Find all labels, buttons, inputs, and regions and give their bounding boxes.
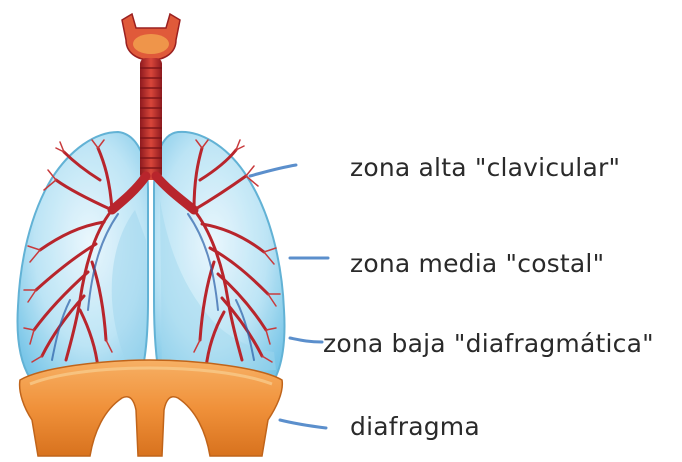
larynx bbox=[122, 14, 180, 60]
label-zona-alta: zona alta "clavicular" bbox=[350, 155, 620, 180]
leader-line-alta bbox=[250, 165, 296, 176]
trachea bbox=[140, 58, 162, 180]
diaphragm bbox=[20, 360, 283, 456]
label-diafragma: diafragma bbox=[350, 414, 480, 439]
label-zona-baja: zona baja "diafragmática" bbox=[323, 331, 654, 356]
leader-line-baja bbox=[290, 338, 322, 342]
leader-line-diafragma bbox=[280, 420, 326, 428]
label-zona-media: zona media "costal" bbox=[350, 251, 604, 276]
